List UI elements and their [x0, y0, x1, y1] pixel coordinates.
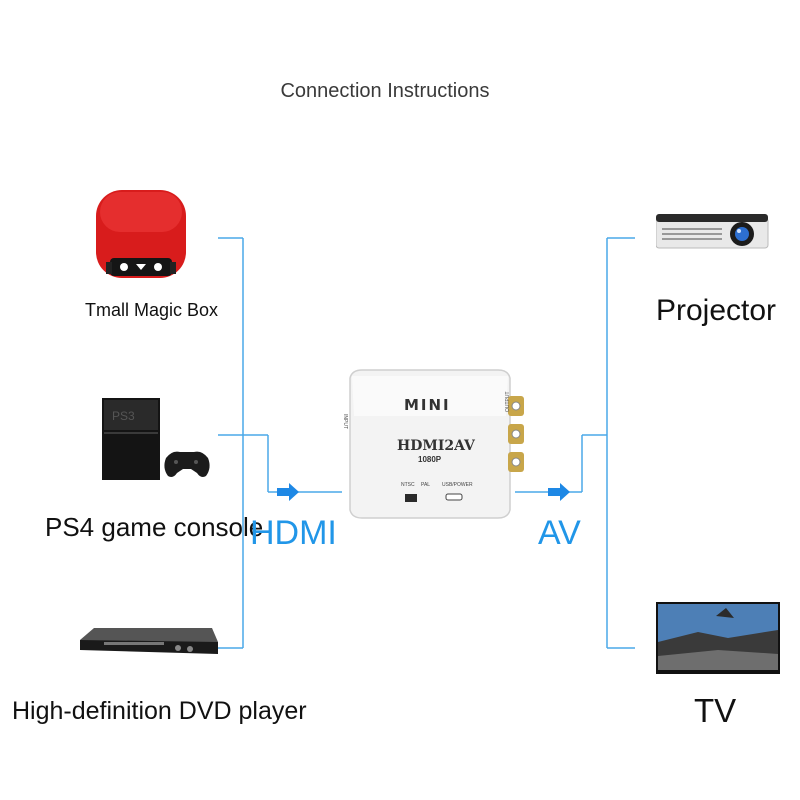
- usb-power-label: USB/POWER: [442, 482, 473, 488]
- tmall-box-icon: [96, 190, 186, 278]
- output-label-projector: Projector: [656, 294, 777, 327]
- converter-resolution: 1080P: [418, 455, 442, 464]
- output-label-tv: TV: [694, 692, 737, 729]
- converter-model: HDMI2AV: [397, 438, 475, 454]
- tv-icon: [656, 602, 780, 676]
- side-input-label: INPUT: [342, 414, 348, 429]
- signal-label-hdmi: HDMI: [250, 514, 337, 552]
- hdmi2av-converter: [349, 369, 524, 519]
- svg-text:PS3: PS3: [112, 409, 135, 423]
- source-label-dvd: High-definition DVD player: [12, 697, 307, 725]
- hdmi-arrow-icon: [277, 483, 299, 501]
- switch-pal-label: PAL: [421, 482, 431, 488]
- source-label-tmall: Tmall Magic Box: [85, 300, 219, 320]
- usb-port: [445, 493, 463, 501]
- av-arrow-icon: [548, 483, 570, 501]
- switch-ntsc-label: NTSC: [401, 482, 415, 488]
- source-label-ps4: PS4 game console: [45, 512, 264, 542]
- converter-brand: MINI: [404, 396, 451, 414]
- signal-label-av: AV: [538, 514, 581, 552]
- page-title: Connection Instructions: [280, 80, 490, 102]
- projector-icon: [655, 214, 770, 252]
- dvd-player-icon: [80, 628, 218, 654]
- rca-jacks: [508, 396, 524, 472]
- side-output-label: OUTPUT: [505, 391, 511, 412]
- ntsc-pal-switch: [405, 494, 417, 502]
- arrows: [277, 483, 570, 501]
- game-console-icon: PS3: [102, 398, 210, 480]
